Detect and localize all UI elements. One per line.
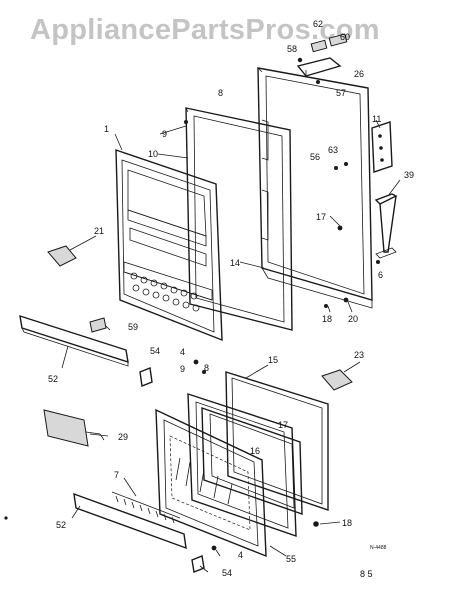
callout-39: 39 <box>404 170 414 180</box>
plug-17 <box>337 225 343 231</box>
top-hinge-parts <box>296 33 348 84</box>
callout-10: 10 <box>148 149 158 159</box>
leader-lines <box>61 119 401 573</box>
callout-9-upper: 9 <box>162 129 167 139</box>
callout-57: 57 <box>336 88 346 98</box>
screw-63 <box>344 162 348 166</box>
callout-16: 16 <box>250 446 260 456</box>
watermark-logo: AppliancePartsPros.com <box>30 14 380 46</box>
callout-18-upper: 18 <box>322 314 332 324</box>
callout-8: 8 <box>204 363 209 373</box>
callout-58: 58 <box>287 44 297 54</box>
callout-8-small: 8 <box>218 88 223 98</box>
lower-trim-strip <box>73 491 187 550</box>
callout-23: 23 <box>354 350 364 360</box>
butter-door-21 <box>47 245 77 267</box>
door-handle <box>374 193 398 264</box>
callout-4-upper: 4 <box>180 347 185 357</box>
label-59 <box>89 317 107 333</box>
lower-door-gasket <box>187 393 303 537</box>
page-number: 8 5 <box>360 569 373 579</box>
callout-29: 29 <box>118 432 128 442</box>
screw-8 <box>202 370 206 374</box>
callout-11: 11 <box>372 114 381 124</box>
screw-4b <box>211 545 217 551</box>
screw-56 <box>334 166 338 170</box>
upper-door-liner <box>115 149 223 342</box>
callout-52-lower: 52 <box>56 520 66 530</box>
egg-tray-dots <box>130 272 200 312</box>
lower-door-liner <box>155 408 267 558</box>
upper-door-outer-panel <box>257 67 373 309</box>
callout-59: 59 <box>128 322 138 332</box>
screw-20 <box>343 297 349 303</box>
callout-55: 55 <box>286 554 296 564</box>
dairy-door-29 <box>43 409 89 447</box>
callout-60: 60 <box>340 32 350 42</box>
callout-1: 1 <box>104 124 109 134</box>
screw-18b <box>313 521 319 527</box>
screw-4 <box>193 359 199 365</box>
callout-17-lower: 17 <box>278 420 288 430</box>
stray-dot <box>4 516 8 520</box>
callout-18-lower: 18 <box>342 518 352 528</box>
upper-door-gasket <box>184 107 293 331</box>
callout-21: 21 <box>94 226 104 236</box>
callout-54-upper: 54 <box>150 346 160 356</box>
screw-18 <box>324 304 328 308</box>
callout-15: 15 <box>268 355 278 365</box>
callout-26: 26 <box>354 69 364 79</box>
hinge-part-54 <box>139 367 153 387</box>
side-hinge-bracket <box>371 121 393 173</box>
callout-63: 63 <box>328 145 338 155</box>
callout-17-upper: 17 <box>316 212 326 222</box>
hinge-part-54b <box>191 555 205 573</box>
callout-6: 6 <box>378 270 383 280</box>
callout-7: 7 <box>114 470 119 480</box>
callout-14: 14 <box>230 258 240 268</box>
lower-door-outer-panel <box>225 371 329 511</box>
callout-20: 20 <box>348 314 358 324</box>
diagram-id: N-4488 <box>370 545 387 551</box>
callout-labels: 62 60 58 26 57 8 1 9 10 11 56 63 39 17 1… <box>48 19 414 579</box>
callout-52-upper: 52 <box>48 374 58 384</box>
callout-4-lower: 4 <box>238 550 243 560</box>
callout-54-lower: 54 <box>222 568 232 578</box>
part-23 <box>321 369 353 391</box>
callout-62: 62 <box>313 19 323 29</box>
upper-trim-strip <box>19 314 129 367</box>
callout-56: 56 <box>310 152 320 162</box>
callout-9-lower: 9 <box>180 364 185 374</box>
